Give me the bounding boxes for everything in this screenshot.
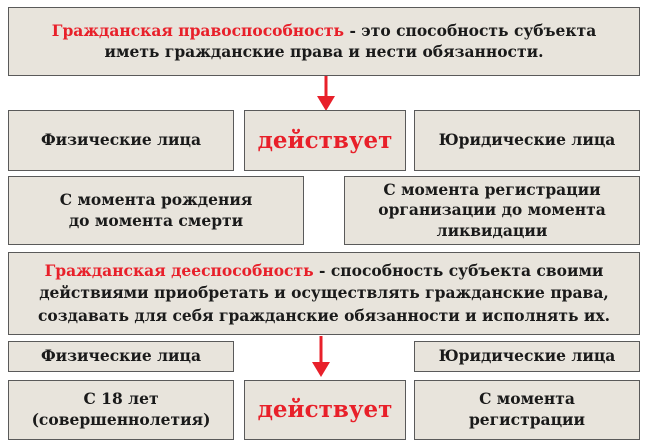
legal-entities-box-1: Юридические лица xyxy=(414,110,640,171)
liquidation-line: ликвидации xyxy=(436,220,548,240)
acts-label-1: действует xyxy=(257,126,393,154)
acts-label-2: действует xyxy=(257,396,393,424)
age-18-line: С 18 лет xyxy=(83,389,159,409)
legal-entities-box-2: Юридические лица xyxy=(414,341,640,372)
registration-to-liquidation-box: С момента регистрации организации до мом… xyxy=(344,176,640,245)
acts-box-2: действует xyxy=(244,380,406,440)
legal-capacity-text-2: иметь гражданские права и нести обязанно… xyxy=(104,41,544,61)
acts-box-1: действует xyxy=(244,110,406,171)
legal-competence-text-1: - способность субъекта своими xyxy=(313,260,604,280)
down-arrow-2 xyxy=(312,336,330,377)
registration-box: С момента регистрации xyxy=(414,380,640,440)
legal-capacity-definition: Гражданская правоспособность - это спосо… xyxy=(8,7,640,76)
organization-line: организации до момента xyxy=(378,200,606,220)
individuals-box-2: Физические лица xyxy=(8,341,234,372)
birth-line: С момента рождения xyxy=(59,189,253,209)
legal-entities-label-2: Юридические лица xyxy=(438,346,616,366)
individuals-box-1: Физические лица xyxy=(8,110,234,171)
legal-competence-term: Гражданская дееспособность xyxy=(44,260,314,280)
legal-capacity-text-1: - это способность субъекта xyxy=(344,20,597,40)
legal-entities-label-1: Юридические лица xyxy=(438,130,616,150)
death-line: до момента смерти xyxy=(68,210,244,230)
age-18-box: С 18 лет (совершеннолетия) xyxy=(8,380,234,440)
majority-line: (совершеннолетия) xyxy=(31,410,211,429)
individuals-label-1: Физические лица xyxy=(40,130,202,150)
individuals-label-2: Физические лица xyxy=(40,346,202,366)
from-moment-line: С момента xyxy=(479,389,575,409)
down-arrow-1 xyxy=(317,76,335,111)
legal-competence-text-3: создавать для себя гражданские обязаннос… xyxy=(37,305,611,325)
legal-capacity-term: Гражданская правоспособность xyxy=(51,20,345,40)
legal-competence-text-2: действиями приобретать и осуществлять гр… xyxy=(39,283,609,303)
registration-line: С момента регистрации xyxy=(383,180,601,200)
registration-word-line: регистрации xyxy=(468,410,586,429)
legal-competence-definition: Гражданская дееспособность - способность… xyxy=(8,252,640,335)
birth-to-death-box: С момента рождения до момента смерти xyxy=(8,176,304,245)
